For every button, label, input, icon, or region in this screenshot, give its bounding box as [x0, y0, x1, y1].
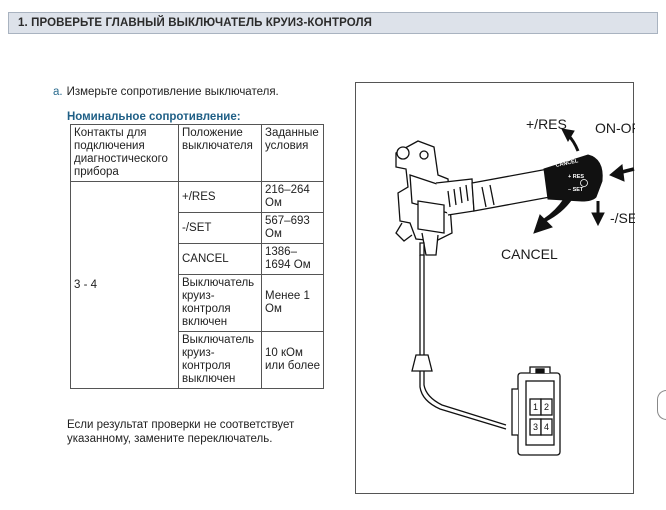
pin-1-label: 1	[533, 402, 538, 412]
connector	[511, 366, 561, 456]
switch-drawing: CANCEL + RES – SET +/RES ON-OFF -/SET CA…	[395, 116, 635, 456]
step-text: Измерьте сопротивление выключателя.	[66, 86, 279, 98]
onoff-arrow-icon	[609, 164, 625, 182]
condition-cell: 567–693 Ом	[261, 212, 324, 244]
cancel-arrow-icon	[533, 198, 573, 234]
footer-note: Если результат проверки не соответствует…	[67, 419, 295, 445]
wire-harness	[411, 242, 507, 430]
contacts-cell: 3 - 4	[70, 181, 179, 389]
lever-set-label: – SET	[568, 187, 584, 193]
step-marker: a.	[53, 86, 63, 98]
table-row: 3 - 4 +/RES 216–264 Ом	[70, 181, 324, 389]
position-cell: +/RES	[178, 181, 262, 213]
header-position: Положение выключателя	[178, 124, 262, 182]
res-label: +/RES	[526, 116, 567, 132]
lever-cancel-label: CANCEL	[555, 158, 579, 169]
direction-arrows	[533, 128, 635, 234]
cancel-label: CANCEL	[501, 246, 558, 262]
lever-arm	[471, 168, 551, 212]
table-row: Выключатель круиз-контроля включен Менее…	[71, 274, 324, 332]
res-arrow-icon	[561, 128, 575, 143]
nominal-resistance-label: Номинальное сопротивление:	[67, 111, 241, 123]
switch-housing	[395, 140, 475, 256]
condition-cell: Менее 1 Ом	[261, 274, 324, 332]
resistance-table: Контакты для подключения диагностическог…	[70, 124, 324, 389]
onoff-label: ON-OFF	[595, 120, 635, 136]
set-label: -/SET	[610, 210, 635, 226]
set-arrow-icon	[591, 212, 605, 227]
header-contacts: Контакты для подключения диагностическог…	[70, 124, 179, 182]
switch-diagram: CANCEL + RES – SET +/RES ON-OFF -/SET CA…	[355, 82, 635, 494]
section-header: 1. ПРОВЕРЬТЕ ГЛАВНЫЙ ВЫКЛЮЧАТЕЛЬ КРУИЗ-К…	[8, 12, 658, 34]
step-a: a.Измерьте сопротивление выключателя.	[53, 86, 279, 98]
condition-cell: 1386–1694 Ом	[261, 243, 324, 275]
section-title: 1. ПРОВЕРЬТЕ ГЛАВНЫЙ ВЫКЛЮЧАТЕЛЬ КРУИЗ-К…	[18, 17, 372, 29]
pin-2-label: 2	[544, 402, 549, 412]
pin-3-label: 3	[533, 422, 538, 432]
table-row: -/SET 567–693 Ом	[71, 212, 324, 244]
condition-cell: 10 кОм или более	[261, 331, 324, 389]
scroll-edge-marker	[657, 390, 666, 420]
position-cell: -/SET	[178, 212, 262, 244]
position-cell: Выключатель круиз-контроля включен	[178, 274, 262, 332]
position-cell: CANCEL	[178, 243, 262, 275]
lever-res-label: + RES	[568, 174, 584, 180]
table-header-row: Контакты для подключения диагностическог…	[70, 124, 324, 182]
position-cell: Выключатель круиз-контроля выключен	[178, 331, 262, 389]
header-condition: Заданные условия	[261, 124, 324, 182]
condition-cell: 216–264 Ом	[261, 181, 324, 213]
table-row: Выключатель круиз-контроля выключен 10 к…	[71, 331, 324, 389]
table-row: CANCEL 1386–1694 Ом	[71, 243, 324, 275]
lever-knob: CANCEL + RES – SET	[543, 154, 603, 202]
pin-4-label: 4	[544, 422, 549, 432]
